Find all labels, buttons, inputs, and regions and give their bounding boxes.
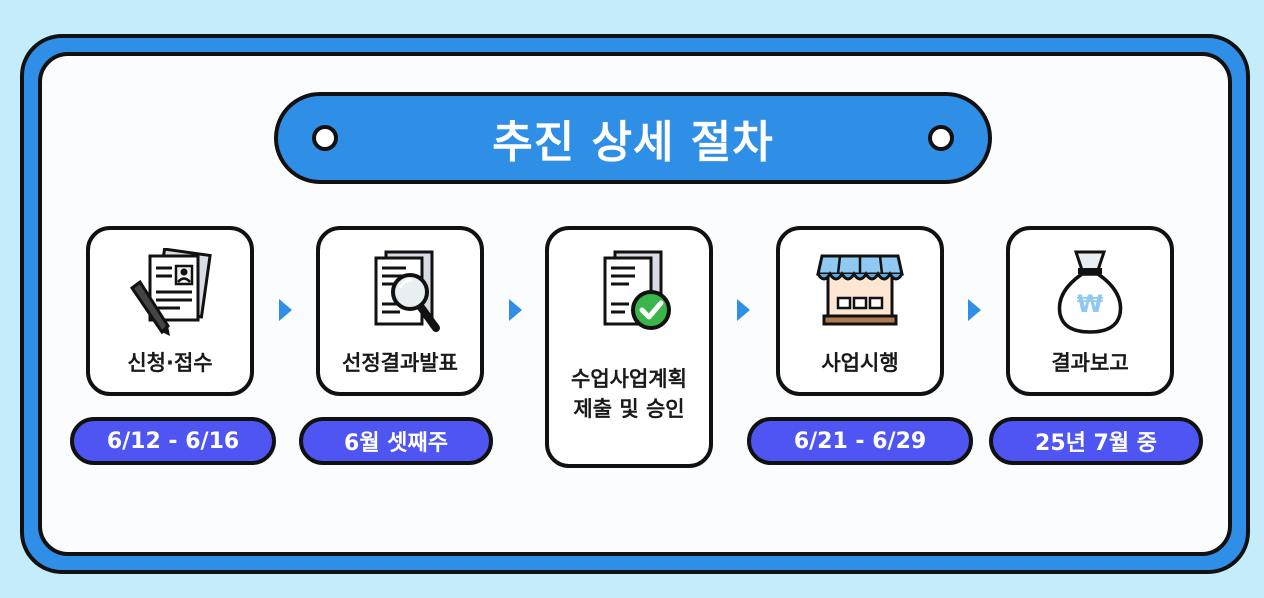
- step-label-report: 결과보고: [1051, 351, 1129, 375]
- arrow-right-icon: [279, 299, 292, 321]
- document-magnifier-icon: [374, 250, 440, 332]
- step-label-announcement: 선정결과발표: [342, 351, 458, 375]
- banner-dot-right: [928, 125, 954, 151]
- arrow-right-icon: [737, 299, 750, 321]
- page-title: 추진 상세 절차: [492, 117, 774, 168]
- step-label-submission-line1: 수업사업계획: [571, 367, 687, 391]
- svg-text:₩: ₩: [1077, 290, 1104, 318]
- arrow-right-icon: [968, 299, 981, 321]
- step-label-application: 신청·접수: [127, 351, 213, 375]
- date-pill-report: 25년 7월 중: [989, 417, 1203, 465]
- market-stall-icon: [816, 254, 904, 326]
- document-check-icon: [603, 250, 671, 330]
- step-card-execution: 사업시행: [776, 226, 944, 396]
- step-card-application: 신청·접수: [86, 226, 254, 396]
- money-bag-won-icon: ₩: [1057, 250, 1123, 334]
- date-pill-announcement: 6월 셋째주: [299, 417, 493, 465]
- step-card-report: ₩ 결과보고: [1006, 226, 1174, 396]
- date-pill-application: 6/12 - 6/16: [70, 417, 276, 465]
- step-card-announcement: 선정결과발표: [316, 226, 484, 396]
- step-card-submission: 수업사업계획 제출 및 승인: [545, 226, 713, 468]
- arrow-right-icon: [509, 299, 522, 321]
- title-banner: 추진 상세 절차: [274, 92, 992, 184]
- banner-dot-left: [312, 125, 338, 151]
- step-label-execution: 사업시행: [821, 351, 899, 375]
- date-pill-execution: 6/21 - 6/29: [747, 417, 973, 465]
- application-form-pen-icon: [129, 248, 212, 336]
- step-label-submission-line2: 제출 및 승인: [573, 397, 685, 421]
